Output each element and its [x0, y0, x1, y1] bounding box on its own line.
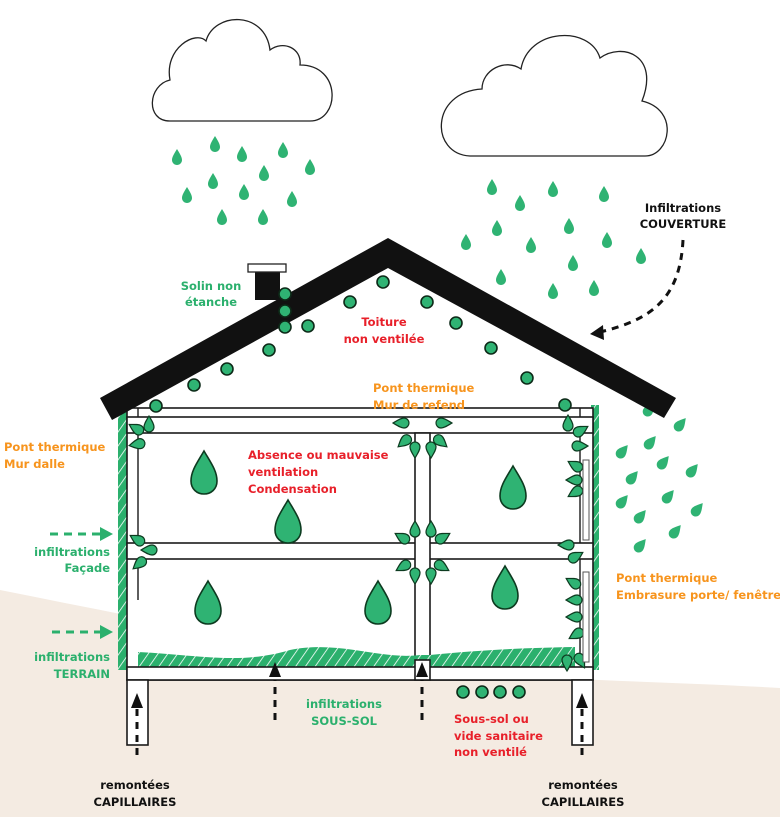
dashed-arrow-icon-facade: [50, 527, 113, 541]
facade-right-hatch: [591, 405, 599, 670]
cloud-icon-left: [151, 18, 333, 122]
dashed-arrow-icon-soussol-mid: [416, 662, 428, 720]
dashed-arrow-icon-couverture: [590, 239, 685, 340]
dashed-arrow-icon-capillaires-right: [576, 693, 588, 755]
chimney: [255, 270, 280, 300]
raindrop-icon-group-right: [461, 179, 646, 299]
floor-attic: [126, 416, 594, 434]
cloud-icon-right: [440, 34, 668, 157]
ground-floor-slab: [126, 666, 594, 681]
raindrop-icon-group-left: [172, 136, 315, 225]
dashed-arrow-icon-capillaires-left: [131, 693, 143, 755]
refend-wall: [414, 432, 431, 666]
facade-left-hatch: [118, 405, 129, 670]
moisture-bubble-icon-group: [149, 275, 572, 699]
floor-middle: [126, 542, 594, 560]
dashed-arrow-icon-terrain: [52, 625, 113, 639]
dashed-arrow-icon-soussol-left: [269, 662, 281, 720]
chimney-cap: [247, 263, 287, 273]
raindrop-icon-group-facade: [613, 399, 707, 555]
soussol-moisture-hatch: [138, 647, 575, 670]
